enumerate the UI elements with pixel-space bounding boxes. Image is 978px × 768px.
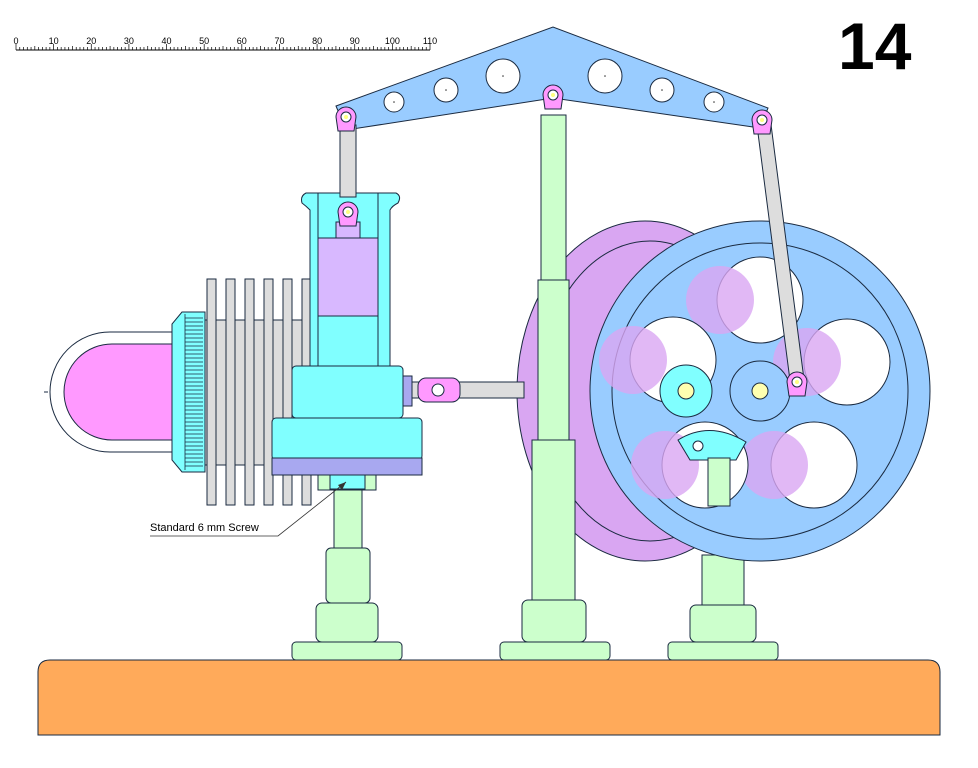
scale-tick-label: 40 [162, 36, 172, 46]
scale-tick-label: 30 [124, 36, 134, 46]
scale-tick-label: 90 [350, 36, 360, 46]
scale-tick-label: 100 [385, 36, 400, 46]
knurled-cap [171, 311, 206, 473]
scale-tick-label: 10 [49, 36, 59, 46]
fin [225, 278, 236, 506]
figure-number: 14 [838, 9, 912, 83]
flywheel-support [667, 554, 779, 661]
fin [206, 278, 217, 506]
wooden-base [37, 659, 941, 736]
crank-web [677, 430, 747, 461]
pivot-pins [335, 84, 808, 397]
fin [263, 278, 274, 506]
fin [244, 278, 255, 506]
piston [317, 237, 379, 317]
displacer-chamber [44, 331, 186, 453]
screw-annotation: Standard 6 mm Screw [150, 522, 259, 534]
scale-tick-label: 20 [86, 36, 96, 46]
scale-ruler: 0 10 20 30 40 50 60 70 80 90 100 110 [13, 36, 437, 51]
scale-tick-label: 50 [199, 36, 209, 46]
scale-tick-label: 60 [237, 36, 247, 46]
scale-tick-label: 0 [13, 36, 18, 46]
walking-beam [335, 26, 769, 131]
mounting-plate [271, 457, 423, 476]
connecting-rod [411, 377, 525, 403]
scale-tick-label: 80 [312, 36, 322, 46]
piston-rod [339, 124, 357, 198]
flywheel [589, 220, 931, 562]
scale-tick-label: 70 [274, 36, 284, 46]
beam-pivot-column [499, 114, 611, 661]
screw-leader-line [150, 481, 347, 537]
scale-tick-label: 110 [423, 36, 437, 46]
